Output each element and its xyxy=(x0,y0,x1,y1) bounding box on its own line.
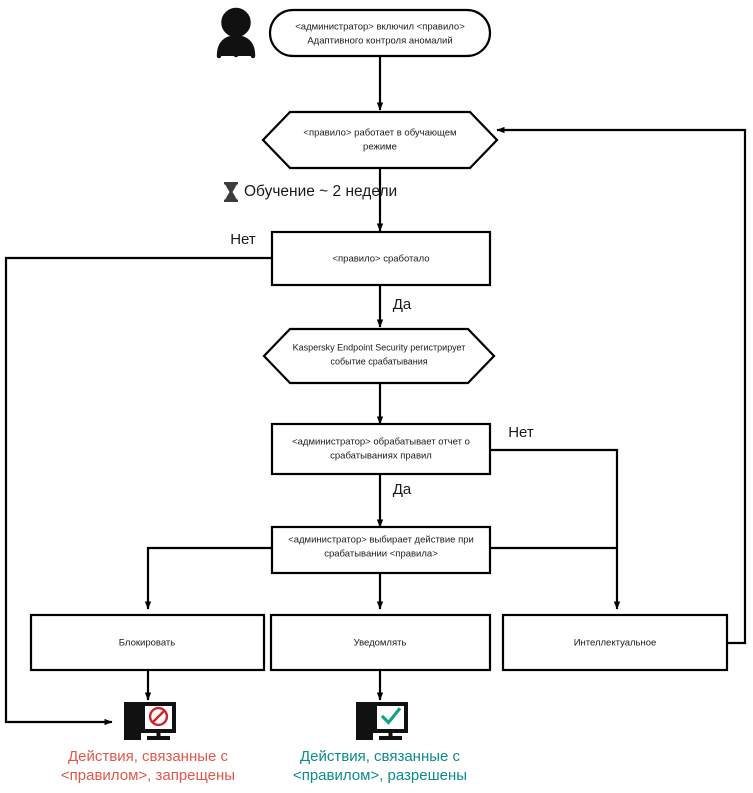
edge-smart-loop-to-learning xyxy=(496,126,747,645)
node-block: Блокировать xyxy=(29,613,266,672)
node-admin-action-line1: <администратор> выбирает действие при xyxy=(288,535,474,546)
node-block-label: Блокировать xyxy=(119,638,175,649)
edge-action-to-block xyxy=(144,546,272,610)
outcome-denied-line1: Действия, связанные с xyxy=(68,748,229,765)
node-learning-line2: режиме xyxy=(363,142,397,153)
edge-report-no-to-smart xyxy=(490,448,621,610)
outcome-allowed-line2: <правилом>, разрешены xyxy=(293,767,467,784)
outcome-allowed-line1: Действия, связанные с xyxy=(300,748,461,765)
node-notify: Уведомлять xyxy=(269,613,492,672)
node-admin-report-line2: срабатываниях правил xyxy=(330,451,432,462)
node-rule-triggered-line1: <правило> сработало xyxy=(332,254,429,265)
outcome-denied-line2: <правилом>, запрещены xyxy=(61,767,235,784)
node-notify-label: Уведомлять xyxy=(354,638,407,649)
node-admin-report: <администратор> обрабатывает отчет о сра… xyxy=(270,422,492,476)
node-learning-mode: <правило> работает в обучающем режиме xyxy=(261,110,499,170)
node-smart-label: Интеллектуальное xyxy=(574,638,657,649)
edge-label-triggered-no: Нет xyxy=(230,231,256,248)
node-admin-report-line1: <администратор> обрабатывает отчет о xyxy=(292,437,470,448)
node-admin-action: <администратор> выбирает действие при ср… xyxy=(270,525,492,575)
node-start-line2: Адаптивного контроля аномалий xyxy=(307,36,452,47)
edges-layer xyxy=(4,56,747,726)
edge-label-report-no: Нет xyxy=(508,424,534,441)
node-kes-line2: событие срабатывания xyxy=(330,356,427,366)
computer-blocked-icon xyxy=(124,702,176,740)
edge-label-report-yes: Да xyxy=(393,481,412,498)
node-smart: Интеллектуальное xyxy=(501,613,729,672)
node-rule-triggered: <правило> сработало xyxy=(270,230,492,287)
node-kes-line1: Kaspersky Endpoint Security регистрирует xyxy=(293,342,466,352)
hourglass-icon xyxy=(224,182,238,202)
node-kes-registers: Kaspersky Endpoint Security регистрирует… xyxy=(262,327,496,385)
node-admin-action-line2: срабатывании <правила> xyxy=(324,549,438,560)
learning-duration-label: Обучение ~ 2 недели xyxy=(244,183,397,200)
edge-triggered-no-to-denied xyxy=(4,256,272,726)
person-icon xyxy=(216,7,256,59)
node-learning-line1: <правило> работает в обучающем xyxy=(303,128,456,139)
node-start: <администратор> включил <правило> Адапти… xyxy=(268,8,492,58)
node-start-line1: <администратор> включил <правило> xyxy=(295,22,465,33)
edge-label-triggered-yes: Да xyxy=(393,296,412,313)
computer-allowed-icon xyxy=(356,702,408,740)
